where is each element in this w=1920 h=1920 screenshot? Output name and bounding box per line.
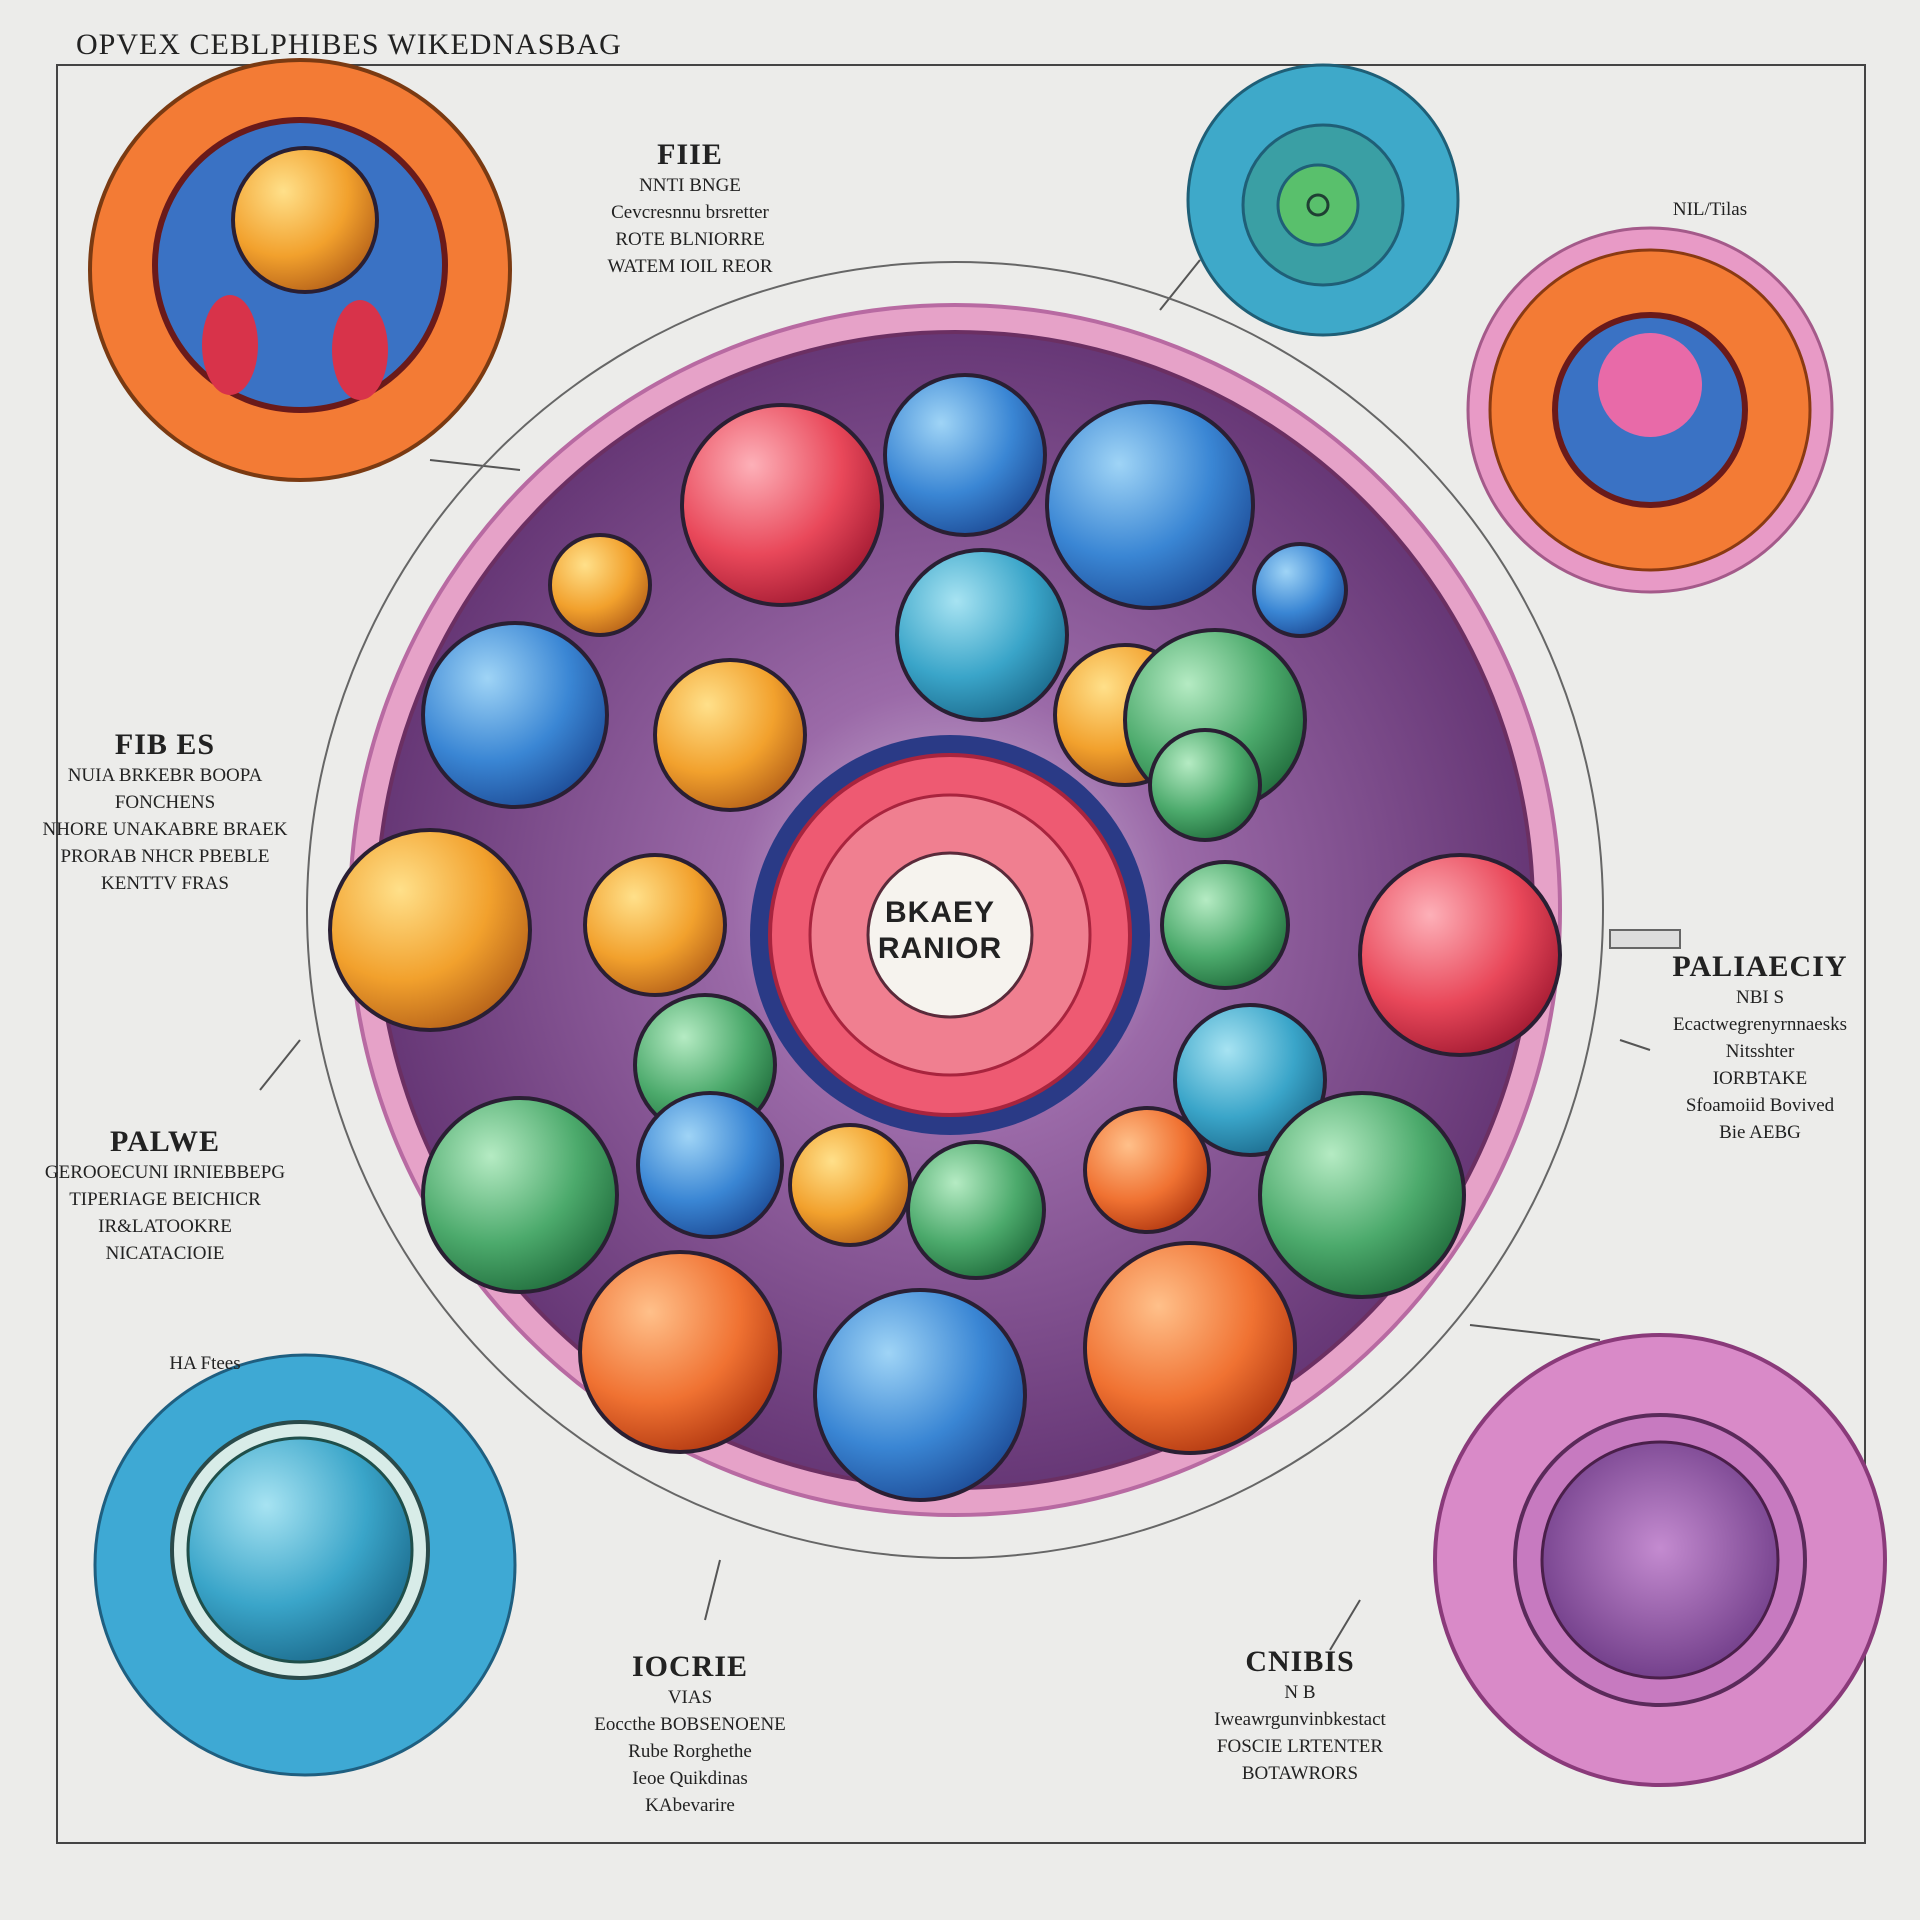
organelle-orange bbox=[1083, 1241, 1297, 1455]
label-line: FONCHENS bbox=[114, 792, 216, 813]
nucleus-label: BKAEY RANIOR bbox=[870, 895, 1010, 967]
label-left-upper: FIB ES NUIA BRKEBR BOOPA FONCHENS NHORE … bbox=[40, 728, 290, 897]
leader-line bbox=[429, 459, 521, 471]
label-line: NNTI BNGE bbox=[639, 175, 741, 196]
organelle-yellow bbox=[653, 658, 807, 812]
label-line: Nitsshter bbox=[1725, 1041, 1795, 1062]
label-line: WATEM IOIL REOR bbox=[607, 256, 773, 277]
label-line: NIL/Tilas bbox=[1672, 199, 1748, 220]
satellite-cell-top-right-small bbox=[1186, 63, 1460, 337]
label-bottom-center: IOCRIE VIAS Eoccthe BOBSENOENE Rube Rorg… bbox=[570, 1650, 810, 1819]
nucleus-label-line: RANIOR bbox=[877, 932, 1003, 965]
label-heading: FIB ES bbox=[114, 728, 216, 761]
organelle-yellow bbox=[548, 533, 652, 637]
cell-outer-ring bbox=[306, 261, 1604, 1559]
label-top-right: NIL/Tilas bbox=[1640, 196, 1780, 223]
satellite-cell-top-left bbox=[88, 58, 512, 482]
label-line: Sfoamoiid Bovived bbox=[1685, 1095, 1835, 1116]
label-line: IORBTAKE bbox=[1712, 1068, 1808, 1089]
label-line: NBI S bbox=[1735, 987, 1785, 1008]
label-line: IR&LATOOKRE bbox=[98, 1216, 232, 1237]
satellite-cell-right-top bbox=[1466, 226, 1834, 594]
label-line: KAbevarire bbox=[645, 1795, 735, 1816]
organelle-yellow bbox=[788, 1123, 912, 1247]
label-heading: FIIE bbox=[657, 138, 723, 171]
label-line: KENTTV FRAS bbox=[101, 873, 229, 894]
label-line: Iweawrgunvinbkestact bbox=[1214, 1709, 1386, 1730]
label-top-center: FIIE NNTI BNGE Cevcresnnu brsretter ROTE… bbox=[560, 138, 820, 280]
organelle-blue bbox=[636, 1091, 784, 1239]
label-line: N B bbox=[1284, 1682, 1316, 1703]
organelle-red bbox=[680, 403, 884, 607]
organelle-teal bbox=[895, 548, 1069, 722]
leader-line bbox=[1469, 1324, 1601, 1341]
organelle-blue bbox=[1252, 542, 1348, 638]
label-line: NICATACIOIE bbox=[105, 1243, 225, 1264]
nucleolus bbox=[866, 851, 1034, 1019]
label-line: NUIA BRKEBR BOOPA bbox=[67, 765, 263, 786]
organelle-blue bbox=[421, 621, 609, 809]
label-heading: PALIAECIY bbox=[1672, 950, 1848, 983]
organelle-yellow bbox=[328, 828, 532, 1032]
ring-tab bbox=[1609, 929, 1681, 949]
label-heading: IOCRIE bbox=[631, 1650, 749, 1683]
leader-line bbox=[1159, 259, 1201, 311]
label-line: Eoccthe BOBSENOENE bbox=[594, 1714, 786, 1735]
nucleus-label-line: BKAEY bbox=[884, 896, 995, 929]
label-line: HA Ftees bbox=[169, 1353, 241, 1374]
label-line: PRORAB NHCR PBEBLE bbox=[60, 846, 270, 867]
label-heading: PALWE bbox=[109, 1125, 221, 1158]
organelle-green bbox=[1160, 860, 1290, 990]
organelle-green bbox=[1148, 728, 1262, 842]
satellite-cell-bottom-left bbox=[93, 1353, 517, 1777]
label-line: BOTAWRORS bbox=[1241, 1763, 1359, 1784]
label-line: NHORE UNAKABRE BRAEK bbox=[42, 819, 288, 840]
leader-line bbox=[259, 1039, 301, 1091]
label-left-bottom: HA Ftees bbox=[130, 1350, 280, 1377]
leader-line bbox=[704, 1559, 721, 1621]
label-bottom-right: CNIBIS N B Iweawrgunvinbkestact FOSCIE L… bbox=[1170, 1645, 1430, 1787]
label-line: Ieoe Quikdinas bbox=[632, 1768, 748, 1789]
label-line: ROTE BLNIORRE bbox=[615, 229, 765, 250]
label-line: TIPERIAGE BEICHICR bbox=[69, 1189, 261, 1210]
leader-line bbox=[1619, 1039, 1651, 1051]
label-left-lower: PALWE GEROOECUNI IRNIEBBEPG TIPERIAGE BE… bbox=[40, 1125, 290, 1267]
label-line: Cevcresnnu brsretter bbox=[611, 202, 769, 223]
page-title: OPVEX CEBLPHIBES WIKEDNASBAG bbox=[76, 28, 622, 61]
leader-lines bbox=[259, 259, 1651, 1651]
organelle-teal bbox=[1173, 1003, 1327, 1157]
label-line: Ecactwegrenyrnnaesks bbox=[1672, 1014, 1848, 1035]
label-line: Bie AEBG bbox=[1719, 1122, 1801, 1143]
organelle-orange bbox=[1083, 1106, 1211, 1234]
organelles bbox=[328, 373, 1562, 1502]
organelle-green bbox=[421, 1096, 619, 1294]
label-line: GEROOECUNI IRNIEBBEPG bbox=[44, 1162, 286, 1183]
label-heading: CNIBIS bbox=[1245, 1645, 1355, 1678]
organelle-green bbox=[1258, 1091, 1466, 1299]
organelle-green bbox=[906, 1140, 1046, 1280]
diagram-frame bbox=[56, 64, 1866, 1844]
label-right-mid: PALIAECIY NBI S Ecactwegrenyrnnaesks Nit… bbox=[1640, 950, 1880, 1146]
organelle-blue bbox=[883, 373, 1047, 537]
organelle-blue bbox=[1045, 400, 1255, 610]
leader-line bbox=[1329, 1599, 1361, 1651]
organelle-yellow bbox=[583, 853, 727, 997]
label-line: FOSCIE LRTENTER bbox=[1216, 1736, 1384, 1757]
organelle-orange bbox=[578, 1250, 782, 1454]
satellite-cell-bottom-right bbox=[1433, 1333, 1887, 1787]
organelle-red bbox=[1358, 853, 1562, 1057]
label-line: VIAS bbox=[667, 1687, 713, 1708]
label-line: Rube Rorghethe bbox=[628, 1741, 752, 1762]
organelle-blue bbox=[813, 1288, 1027, 1502]
